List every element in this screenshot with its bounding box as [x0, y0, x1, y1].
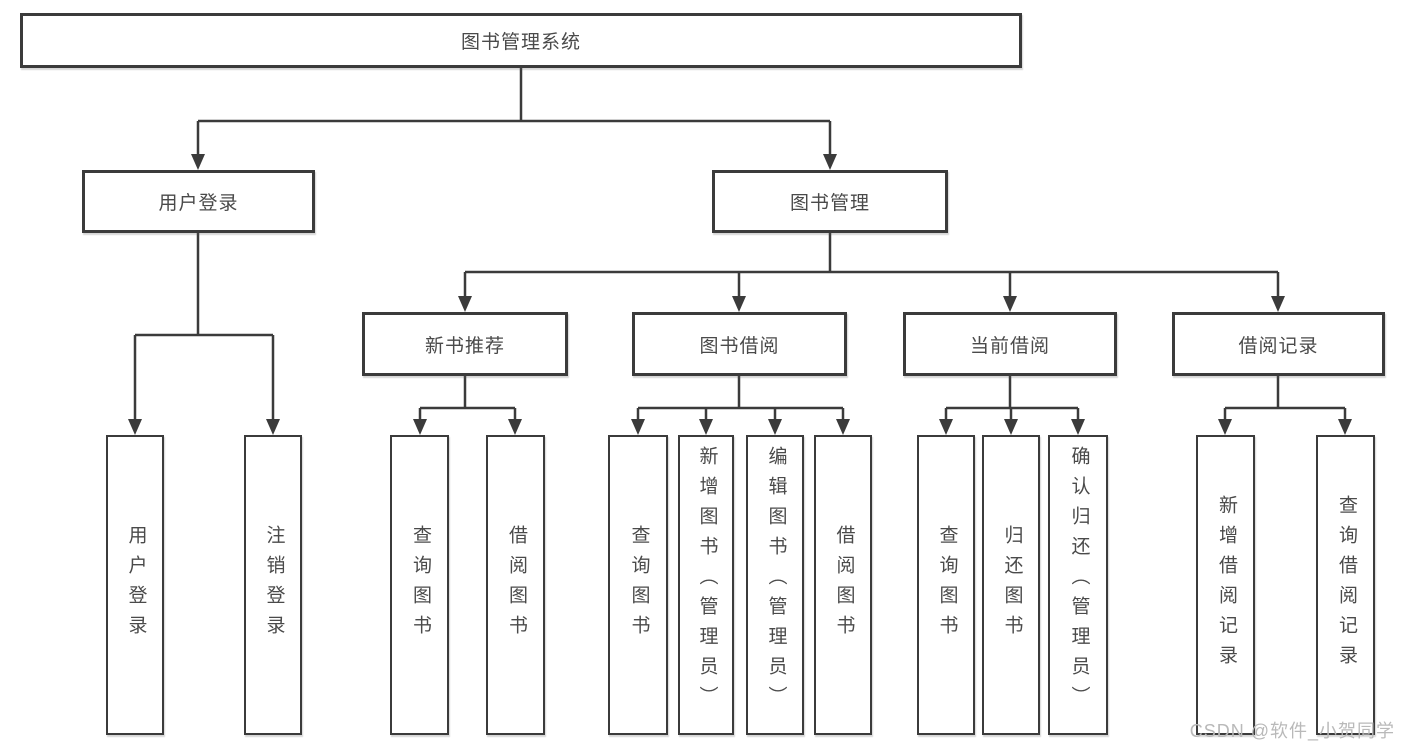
leaf-borrow-books-2: 借阅图书: [814, 435, 872, 735]
leaf-search-books-3: 查询图书: [917, 435, 975, 735]
node-label: 确认归还（管理员）: [1068, 446, 1090, 716]
leaf-edit-books-admin: 编辑图书（管理员）: [746, 435, 804, 735]
leaf-search-borrow-record: 查询借阅记录: [1316, 435, 1375, 735]
node-label: 当前借阅: [969, 335, 1050, 357]
node-label: 新书推荐: [424, 335, 505, 357]
node-label: 查询图书: [628, 525, 650, 645]
node-label: 借阅图书: [505, 525, 527, 645]
node-new-book-recommendation: 新书推荐: [362, 312, 568, 376]
node-label: 用户登录: [125, 525, 147, 645]
node-label: 新增图书（管理员）: [696, 446, 718, 716]
leaf-confirm-return-admin: 确认归还（管理员）: [1048, 435, 1108, 735]
node-library-system: 图书管理系统: [20, 13, 1022, 68]
leaf-add-borrow-record: 新增借阅记录: [1196, 435, 1255, 735]
node-book-borrowing: 图书借阅: [632, 312, 847, 376]
node-label: 编辑图书（管理员）: [765, 446, 787, 716]
leaf-search-books-1: 查询图书: [390, 435, 449, 735]
node-borrowing-records: 借阅记录: [1172, 312, 1385, 376]
node-label: 图书管理: [789, 193, 870, 214]
node-current-borrowing: 当前借阅: [903, 312, 1117, 376]
leaf-user-login: 用户登录: [106, 435, 164, 735]
node-label: 查询借阅记录: [1335, 495, 1357, 675]
node-label: 查询图书: [409, 525, 431, 645]
leaf-borrow-books-1: 借阅图书: [486, 435, 545, 735]
node-user-login-branch: 用户登录: [82, 170, 315, 233]
csdn-watermark: CSDN @软件_小贺同学: [1189, 721, 1395, 741]
node-label: 归还图书: [1001, 525, 1023, 645]
node-label: 查询图书: [936, 525, 958, 645]
leaf-return-books: 归还图书: [982, 435, 1040, 735]
node-label: 图书借阅: [699, 335, 780, 357]
node-label: 用户登录: [158, 193, 239, 214]
node-book-management: 图书管理: [712, 170, 948, 233]
leaf-add-books-admin: 新增图书（管理员）: [678, 435, 734, 735]
node-label: 借阅图书: [833, 525, 855, 645]
node-label: 图书管理系统: [460, 32, 581, 53]
node-label: 新增借阅记录: [1215, 495, 1237, 675]
leaf-logout-login: 注销登录: [244, 435, 302, 735]
node-label: 注销登录: [263, 525, 285, 645]
leaf-search-books-2: 查询图书: [608, 435, 668, 735]
node-label: 借阅记录: [1238, 335, 1319, 357]
